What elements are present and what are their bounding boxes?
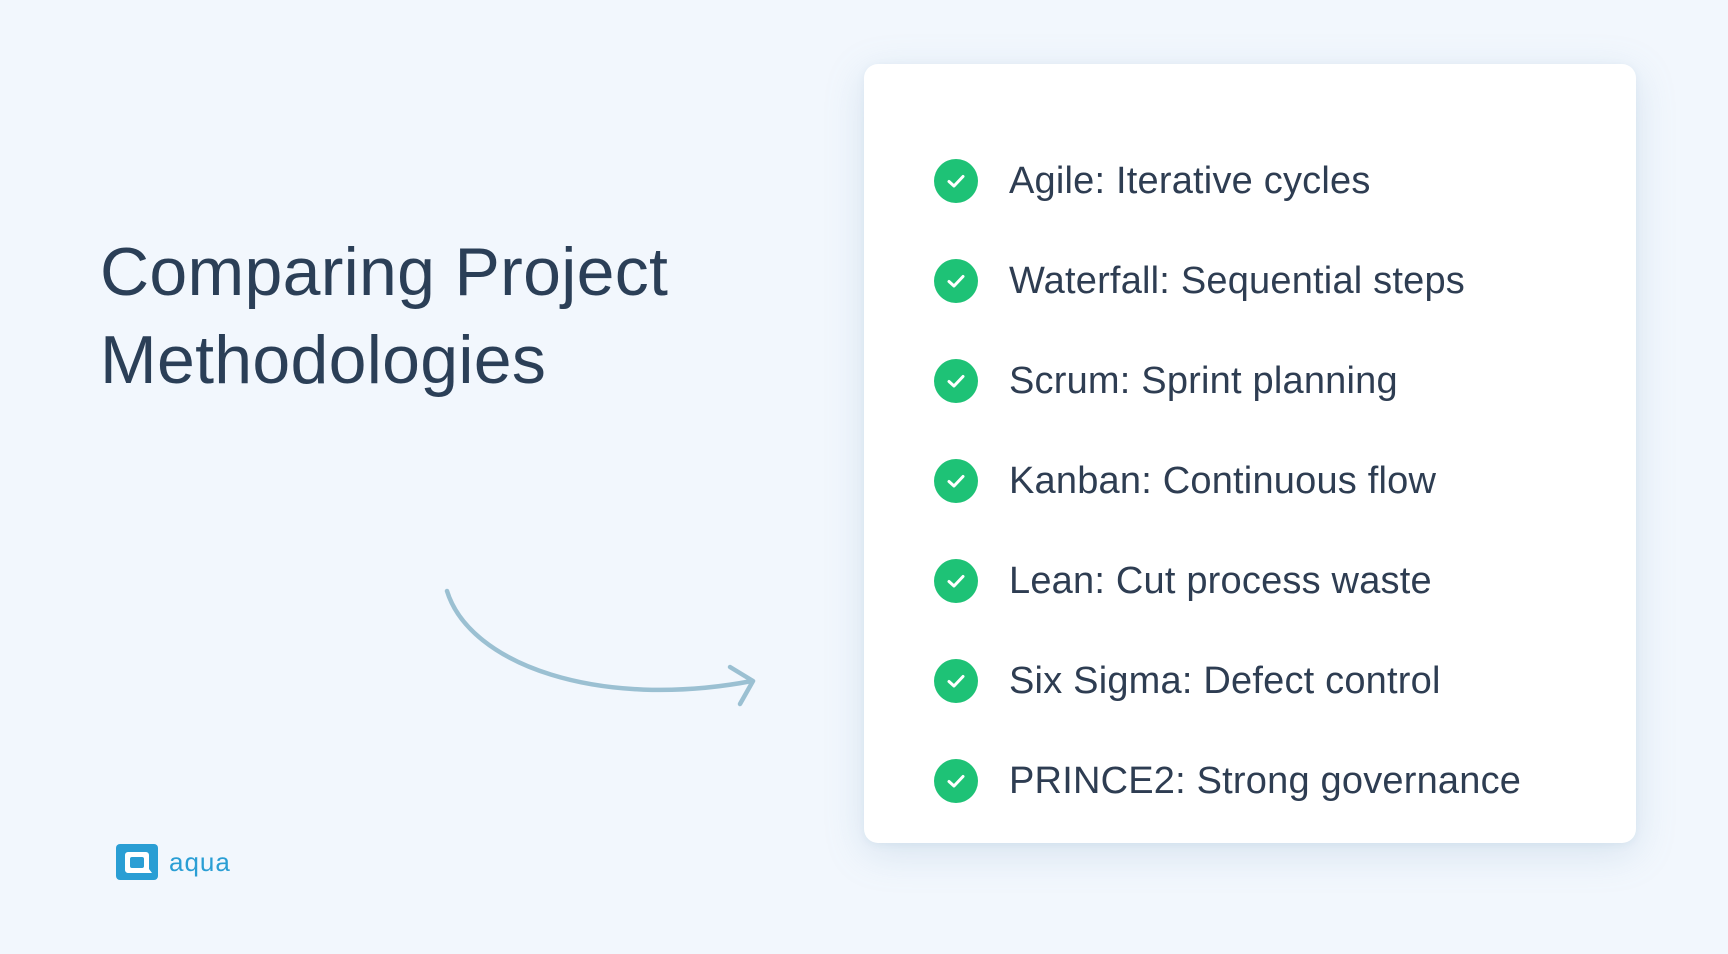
list-item: PRINCE2: Strong governance: [934, 731, 1521, 831]
check-circle-icon: [934, 259, 978, 303]
list-item-label: Lean: Cut process waste: [1009, 559, 1432, 602]
aqua-logo-mark-icon: [116, 844, 158, 880]
aqua-logo-text: aqua: [169, 847, 231, 877]
list-item-label: PRINCE2: Strong governance: [1009, 759, 1522, 802]
page-title-line-1: Comparing Project: [100, 234, 669, 310]
list-item: Six Sigma: Defect control: [934, 631, 1521, 731]
check-circle-icon: [934, 159, 978, 203]
list-item-label: Scrum: Sprint planning: [1009, 359, 1398, 402]
list-item: Kanban: Continuous flow: [934, 431, 1521, 531]
list-item: Lean: Cut process waste: [934, 531, 1521, 631]
check-circle-icon: [934, 659, 978, 703]
check-circle-icon: [934, 759, 978, 803]
page-title-line-2: Methodologies: [100, 322, 547, 398]
methodologies-list: Agile: Iterative cycles Waterfall: Seque…: [934, 131, 1521, 831]
check-circle-icon: [934, 559, 978, 603]
list-item-label: Agile: Iterative cycles: [1009, 159, 1371, 202]
list-item-label: Kanban: Continuous flow: [1009, 459, 1437, 502]
list-item: Agile: Iterative cycles: [934, 131, 1521, 231]
list-item-label: Waterfall: Sequential steps: [1009, 259, 1466, 302]
curved-arrow-icon: [444, 588, 756, 707]
list-item: Scrum: Sprint planning: [934, 331, 1521, 431]
page-title: Comparing Project Methodologies: [100, 228, 668, 404]
list-item-label: Six Sigma: Defect control: [1009, 659, 1441, 702]
check-circle-icon: [934, 459, 978, 503]
check-circle-icon: [934, 359, 978, 403]
list-item: Waterfall: Sequential steps: [934, 231, 1521, 331]
methodologies-card: Agile: Iterative cycles Waterfall: Seque…: [864, 64, 1636, 843]
aqua-logo: aqua: [116, 844, 231, 880]
